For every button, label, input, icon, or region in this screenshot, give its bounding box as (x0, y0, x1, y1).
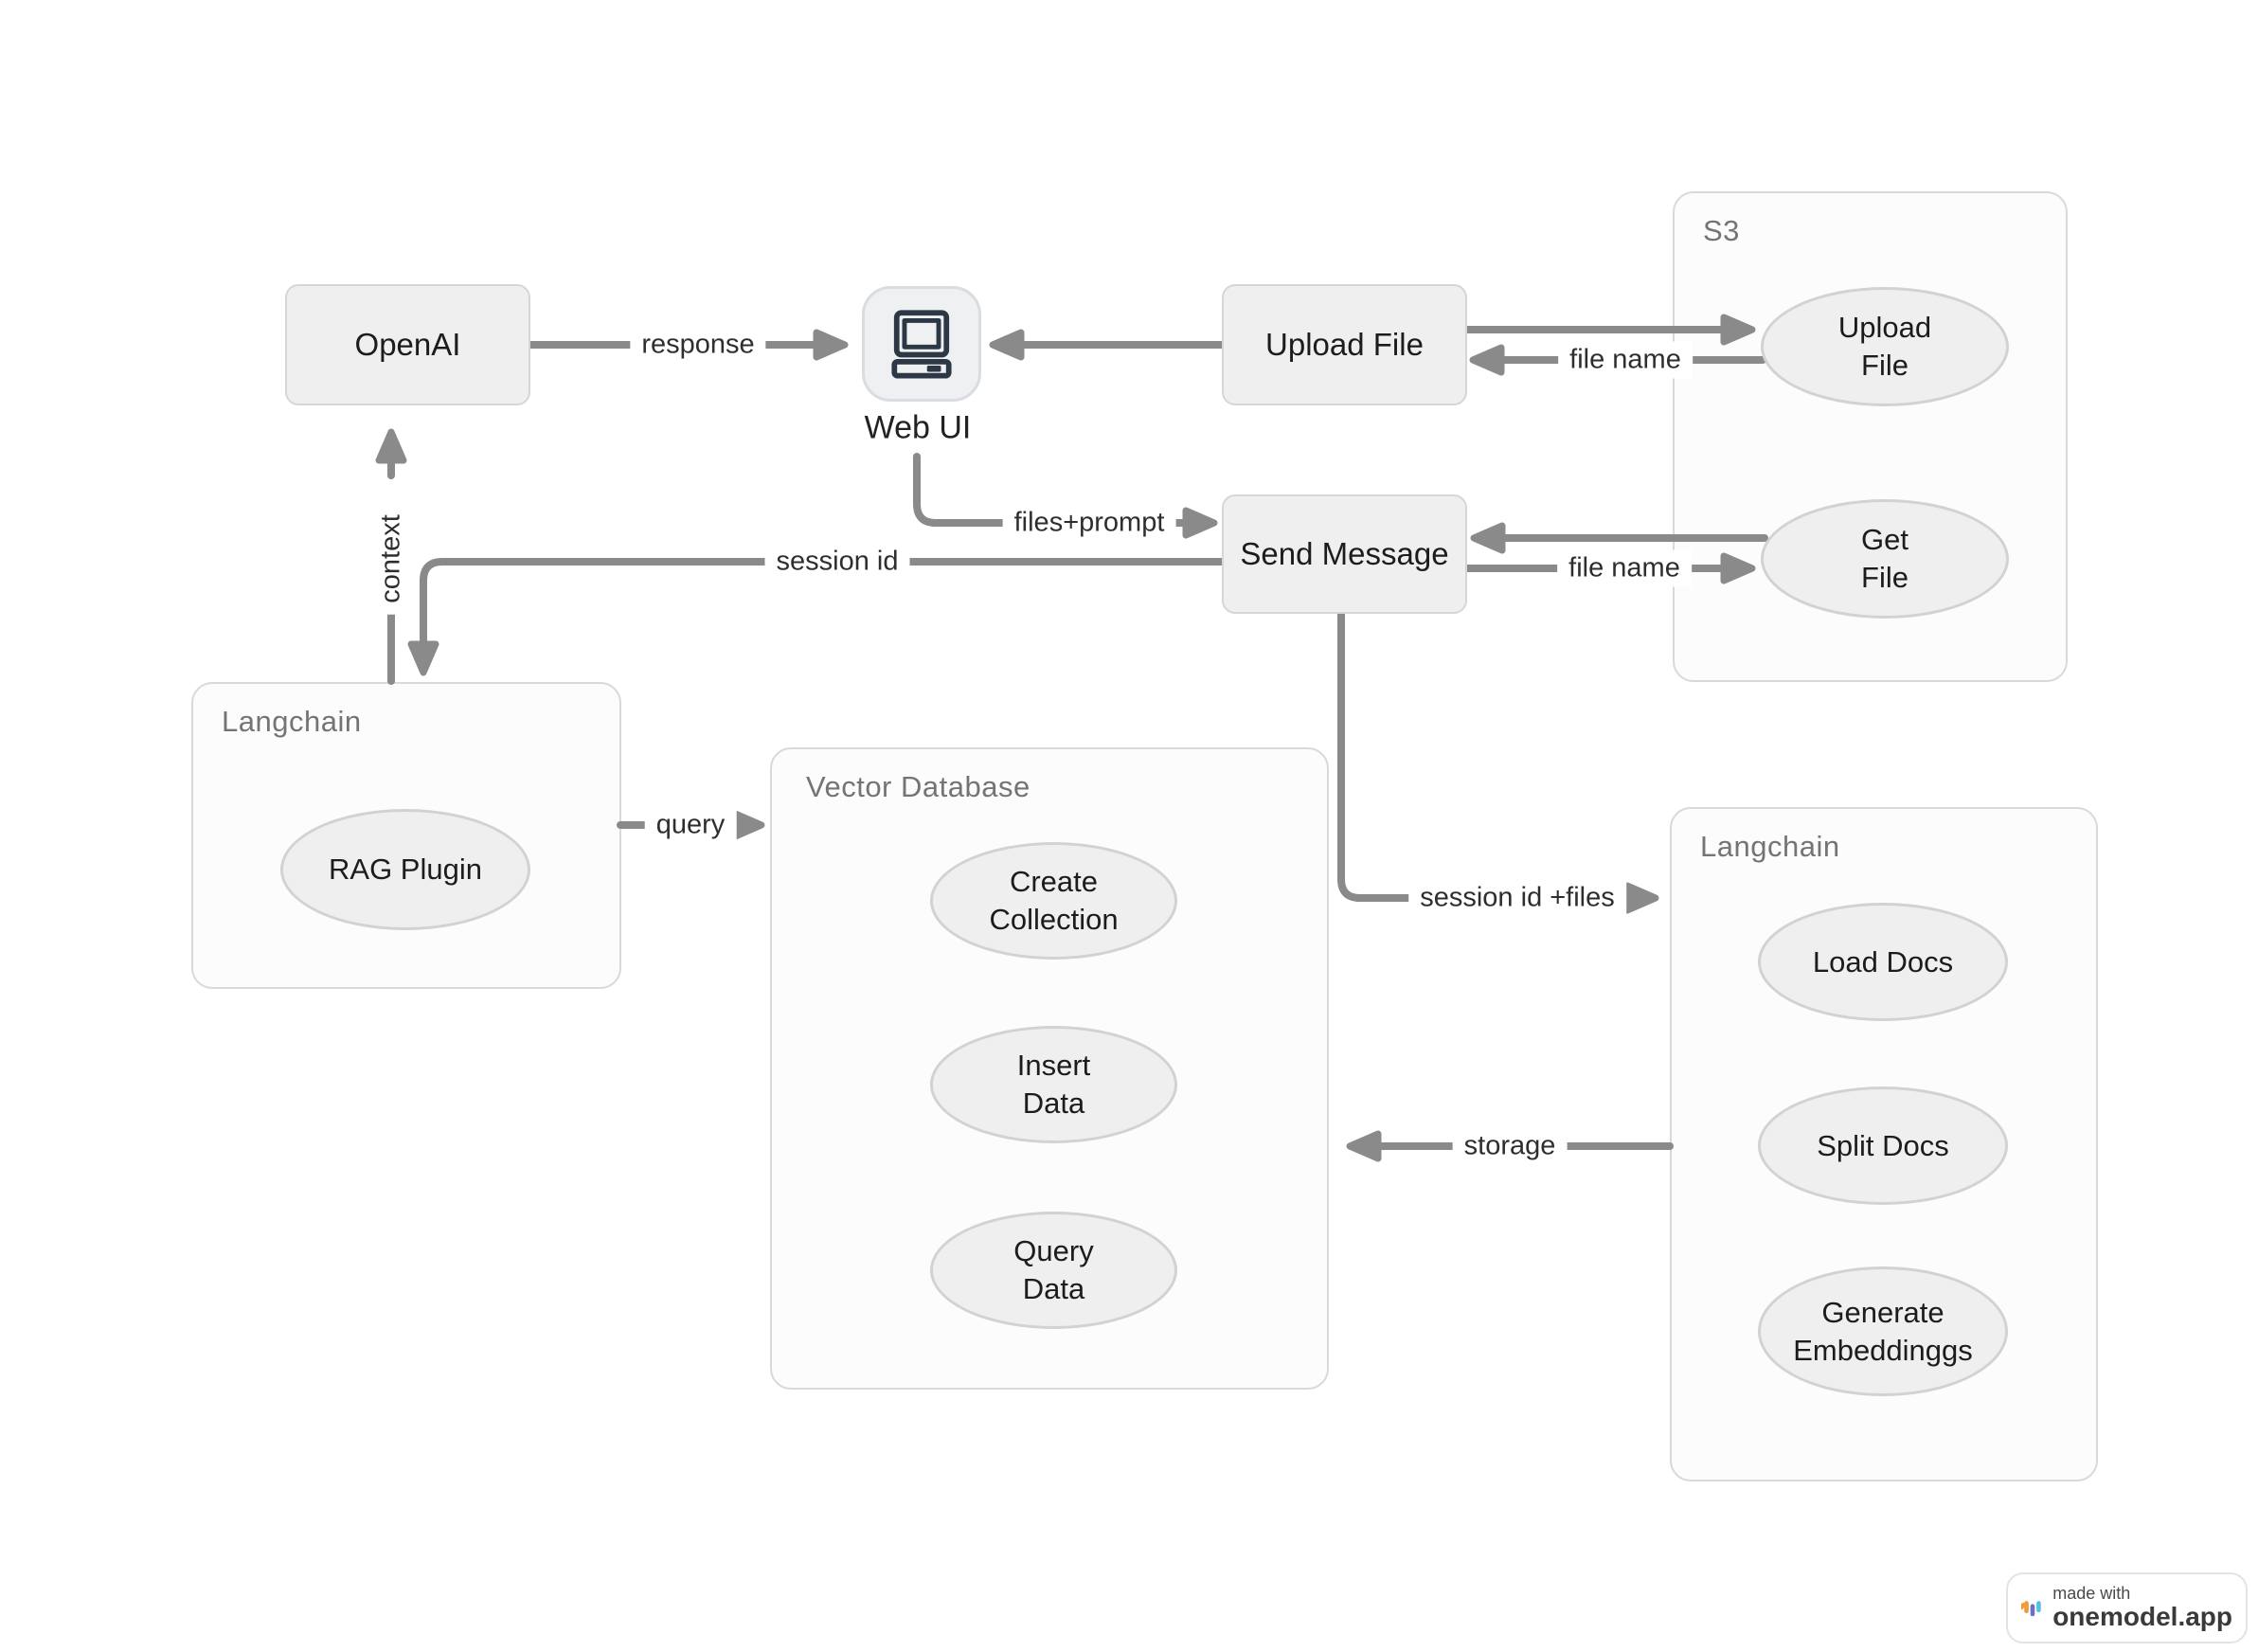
node-web-ui[interactable] (862, 286, 981, 402)
node-query-data[interactable]: Query Data (930, 1212, 1177, 1329)
edge-label-file-name-get: file name (1557, 549, 1692, 587)
computer-icon (891, 310, 952, 379)
onemodel-badge-link[interactable]: made with onemodel.app (2006, 1572, 2248, 1643)
node-split-docs[interactable]: Split Docs (1758, 1086, 2008, 1205)
node-send-message[interactable]: Send Message (1222, 494, 1467, 614)
container-s3-title: S3 (1703, 214, 1740, 247)
badge-made-with-label: made with (2052, 1583, 2131, 1603)
node-send-message-label: Send Message (1240, 536, 1449, 571)
node-upload-file-label: Upload File (1265, 327, 1424, 362)
node-upload-file[interactable]: Upload File (1222, 284, 1467, 405)
container-vector-database-title: Vector Database (806, 770, 1030, 803)
node-load-docs-label: Load Docs (1812, 944, 1954, 979)
node-query-data-label: Query Data (1013, 1234, 1094, 1305)
node-create-collection-label: Create Collection (989, 865, 1119, 936)
edge-label-response: response (630, 326, 766, 364)
edge-label-context: context (372, 503, 410, 615)
container-langchain-left-title: Langchain (222, 705, 362, 738)
node-rag-plugin[interactable]: RAG Plugin (280, 809, 530, 930)
node-openai-label: OpenAI (354, 327, 461, 362)
container-langchain-right-title: Langchain (1700, 830, 1840, 863)
node-split-docs-label: Split Docs (1817, 1128, 1949, 1162)
edge-label-storage: storage (1452, 1127, 1568, 1165)
onemodel-logo-icon (2021, 1600, 2041, 1616)
edge-label-query: query (644, 806, 737, 844)
node-s3-upload-file[interactable]: Upload File (1761, 287, 2009, 406)
node-insert-data-label: Insert Data (1016, 1049, 1091, 1120)
onemodel-badge-text: made with onemodel.app (2052, 1583, 2232, 1632)
node-generate-embeddings[interactable]: Generate Embeddinggs (1758, 1266, 2008, 1396)
node-s3-get-file[interactable]: Get File (1761, 499, 2009, 619)
node-generate-embeddings-label: Generate Embeddinggs (1793, 1295, 1973, 1367)
edge-label-session-id: session id (764, 543, 910, 581)
edge-label-session-id-files: session id +files (1408, 879, 1626, 917)
edge-label-files-prompt: files+prompt (1002, 504, 1176, 542)
edge-sendmessage-sessionidfiles-to-langchain-right (1337, 610, 1659, 914)
badge-brand-label: onemodel.app (2052, 1602, 2232, 1632)
node-load-docs[interactable]: Load Docs (1758, 903, 2008, 1021)
edge-webui-filesprompt-to-sendmessage (913, 453, 1218, 539)
edge-label-file-name-upload: file name (1558, 341, 1693, 379)
node-rag-plugin-label: RAG Plugin (329, 853, 482, 887)
edge-sendmessage-sessionid-to-langchain (407, 558, 1226, 676)
node-s3-get-file-label: Get File (1861, 523, 1909, 594)
node-web-ui-caption: Web UI (864, 409, 972, 446)
node-insert-data[interactable]: Insert Data (930, 1026, 1177, 1143)
node-create-collection[interactable]: Create Collection (930, 842, 1177, 960)
node-s3-upload-file-label: Upload File (1837, 311, 1932, 382)
node-openai[interactable]: OpenAI (285, 284, 530, 405)
